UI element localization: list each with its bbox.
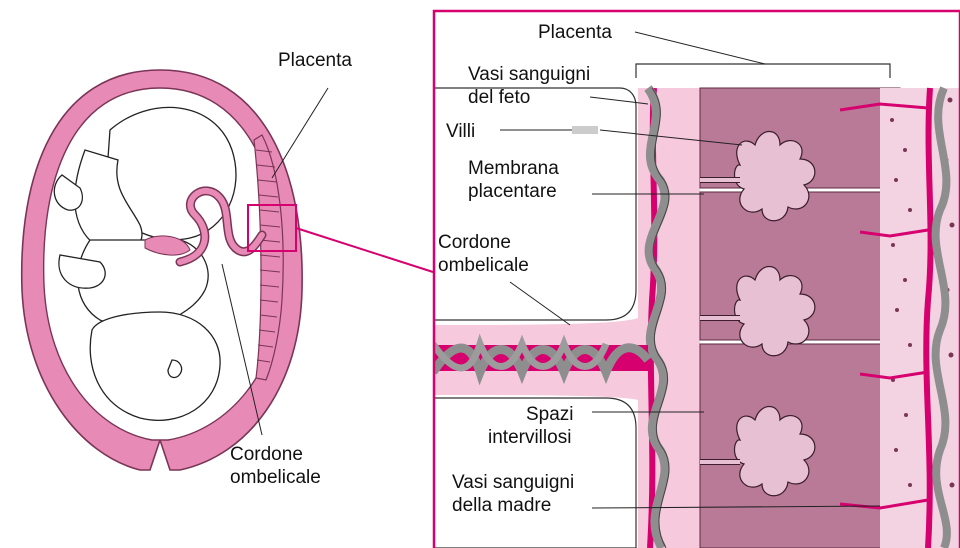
label-cord-left-1: Cordone	[230, 444, 303, 465]
label-villi: Villi	[446, 121, 475, 142]
leader-placenta-left	[272, 88, 328, 178]
maternal-vessel-magenta	[926, 88, 930, 548]
label-fetal-vessels-2: del feto	[468, 87, 530, 108]
label-maternal-vessels-1: Vasi sanguigni	[452, 472, 574, 493]
label-placenta-right: Placenta	[538, 22, 612, 43]
label-spaces-2: intervillosi	[488, 427, 571, 448]
label-membrane-1: Membrana	[468, 158, 559, 179]
label-cord-right-1: Cordone	[438, 232, 511, 253]
label-maternal-vessels-2: della madre	[452, 495, 551, 516]
uterus-illustration: Placenta Cordone ombelicale	[22, 50, 433, 488]
villi-group	[735, 132, 815, 496]
label-membrane-2: placentare	[468, 181, 557, 202]
label-spaces-1: Spazi	[526, 404, 574, 425]
placenta-zoom: Placenta Vasi sanguigni del feto Villi M…	[433, 11, 960, 548]
label-cord-left-2: ombelicale	[230, 467, 321, 488]
label-cord-right-2: ombelicale	[438, 255, 529, 276]
zoom-line	[296, 228, 433, 272]
label-fetal-vessels-1: Vasi sanguigni	[468, 64, 590, 85]
label-placenta-left: Placenta	[278, 50, 352, 71]
villi-pointer-marker	[572, 126, 598, 134]
